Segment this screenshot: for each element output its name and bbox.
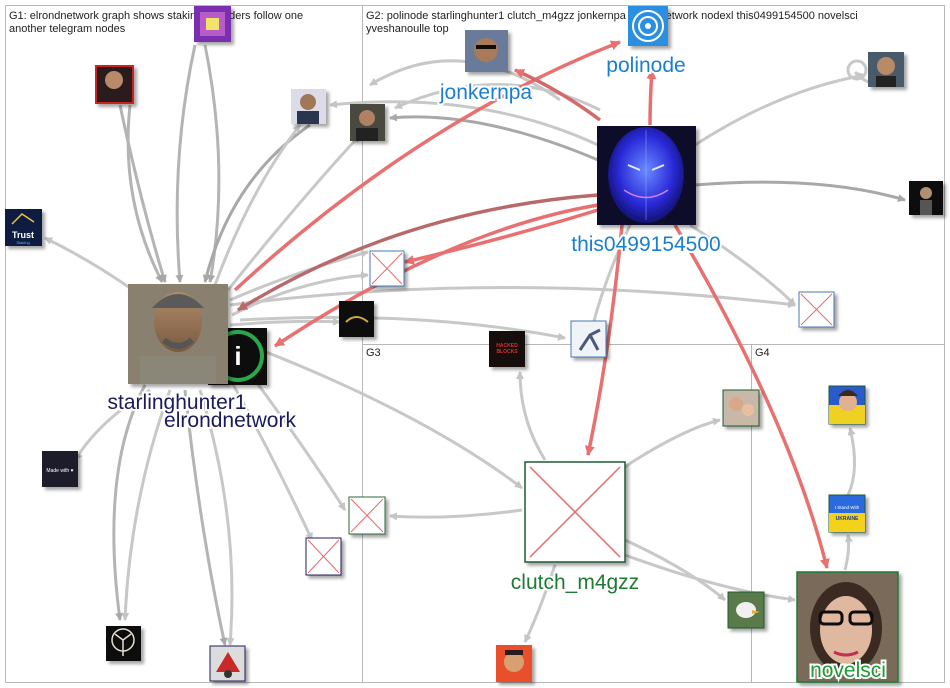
avatar-trust-staking[interactable]: Trust Staking xyxy=(5,209,42,246)
avatar-purple-tile[interactable] xyxy=(194,6,231,42)
label-novelsci[interactable]: novelsci xyxy=(808,657,888,684)
svg-text:Made with ♥: Made with ♥ xyxy=(46,468,73,474)
avatar-starlinghunter1[interactable] xyxy=(128,284,228,384)
label-starlinghunter1[interactable]: starlinghunter1 xyxy=(106,389,249,416)
avatar-eagle[interactable] xyxy=(727,591,765,629)
avatar-dvs[interactable] xyxy=(95,65,134,104)
edges-red xyxy=(233,40,830,569)
node-labels: jonkernpa polinode this0499154500 elrond… xyxy=(106,52,888,684)
group-title-g1: G1: elrondnetwork graph shows staking pr… xyxy=(9,10,303,35)
svg-text:i: i xyxy=(234,341,241,371)
avatar-made-with[interactable]: Made with ♥ xyxy=(42,451,78,487)
svg-text:Staking: Staking xyxy=(16,240,29,245)
avatar-woman-flag[interactable] xyxy=(828,385,866,425)
avatar-this0499154500[interactable] xyxy=(597,126,696,225)
group-title-g4: G4 xyxy=(755,347,770,359)
group-title-g2: G2: polinode starlinghunter1 clutch_m4gz… xyxy=(366,10,858,35)
avatar-speaker[interactable] xyxy=(909,181,943,215)
label-polinode[interactable]: polinode xyxy=(604,52,687,79)
avatar-placeholder-1[interactable] xyxy=(369,250,405,287)
edges-gray xyxy=(44,44,906,646)
avatar-gold-logo[interactable] xyxy=(339,301,374,337)
avatar-polinode[interactable] xyxy=(628,6,668,46)
avatar-clutch-m4gzz[interactable] xyxy=(524,461,626,563)
avatar-family[interactable] xyxy=(722,389,760,427)
avatar-bald-man[interactable] xyxy=(868,52,904,87)
label-this0499154500[interactable]: this0499154500 xyxy=(569,231,722,258)
svg-text:I Stand With: I Stand With xyxy=(835,505,860,510)
avatar-stand-with-ukraine[interactable]: I Stand With UKRAINE xyxy=(828,494,866,533)
label-jonkernpa[interactable]: jonkernpa xyxy=(437,79,535,106)
avatar-orange-face[interactable] xyxy=(496,645,532,682)
avatar-man-cap[interactable] xyxy=(350,104,385,141)
avatar-red-character[interactable] xyxy=(209,645,246,682)
svg-text:Trust: Trust xyxy=(12,230,34,240)
avatar-placeholder-4[interactable] xyxy=(305,537,342,576)
avatar-novelsci[interactable] xyxy=(796,571,899,683)
group-title-g3: G3 xyxy=(366,347,381,359)
avatar-jonkernpa[interactable] xyxy=(465,30,508,72)
avatar-man-suit[interactable] xyxy=(291,89,326,124)
label-elrondnetwork[interactable]: elrondnetwork xyxy=(162,407,298,434)
avatar-placeholder-2[interactable] xyxy=(798,291,835,328)
node-avatars[interactable]: Trust Staking xyxy=(5,6,943,683)
avatar-runner[interactable] xyxy=(570,320,607,358)
label-clutch-m4gzz[interactable]: clutch_m4gzz xyxy=(509,569,641,596)
svg-text:UKRAINE: UKRAINE xyxy=(836,516,859,522)
avatar-placeholder-3[interactable] xyxy=(348,496,386,535)
avatar-tree[interactable] xyxy=(106,626,141,661)
